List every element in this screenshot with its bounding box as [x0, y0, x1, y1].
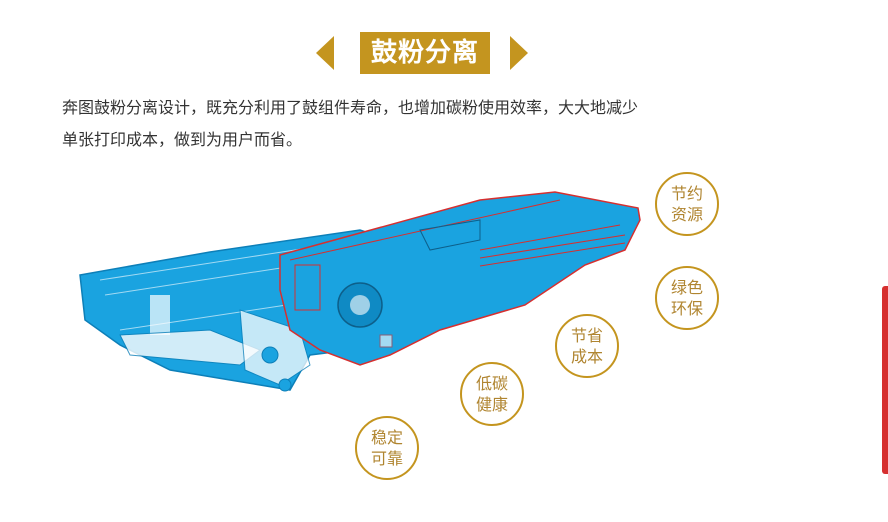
badge-green-eco: 绿色 环保: [655, 266, 719, 330]
badge-line-1: 节省: [570, 326, 603, 345]
badge-stable-reliable: 稳定 可靠: [355, 416, 419, 480]
section-description: 奔图鼓粉分离设计，既充分利用了鼓组件寿命，也增加碳粉使用效率，大大地减少 单张打…: [62, 92, 762, 156]
description-line-1: 奔图鼓粉分离设计，既充分利用了鼓组件寿命，也增加碳粉使用效率，大大地减少: [62, 98, 639, 117]
cartridge-illustration: [79, 191, 641, 392]
badge-line-2: 可靠: [370, 449, 403, 468]
badge-line-2: 环保: [670, 299, 703, 318]
triangle-right-icon: [510, 36, 528, 70]
scroll-indicator[interactable]: [882, 286, 888, 474]
badge-line-2: 成本: [570, 347, 603, 366]
badge-line-1: 稳定: [370, 428, 403, 447]
description-line-2: 单张打印成本，做到为用户而省。: [62, 130, 303, 149]
badge-line-1: 低碳: [475, 374, 508, 393]
section-title: 鼓粉分离: [360, 32, 490, 74]
badge-line-2: 健康: [475, 395, 508, 414]
badge-line-1: 节约: [670, 184, 703, 203]
toner-unit: [279, 191, 641, 366]
triangle-left-icon: [316, 36, 334, 70]
badge-line-1: 绿色: [670, 278, 703, 297]
badge-save-resources: 节约 资源: [655, 172, 719, 236]
badge-line-2: 资源: [670, 205, 703, 224]
badge-low-carbon: 低碳 健康: [460, 362, 524, 426]
badge-save-cost: 节省 成本: [555, 314, 619, 378]
section-heading: 鼓粉分离: [0, 28, 888, 80]
